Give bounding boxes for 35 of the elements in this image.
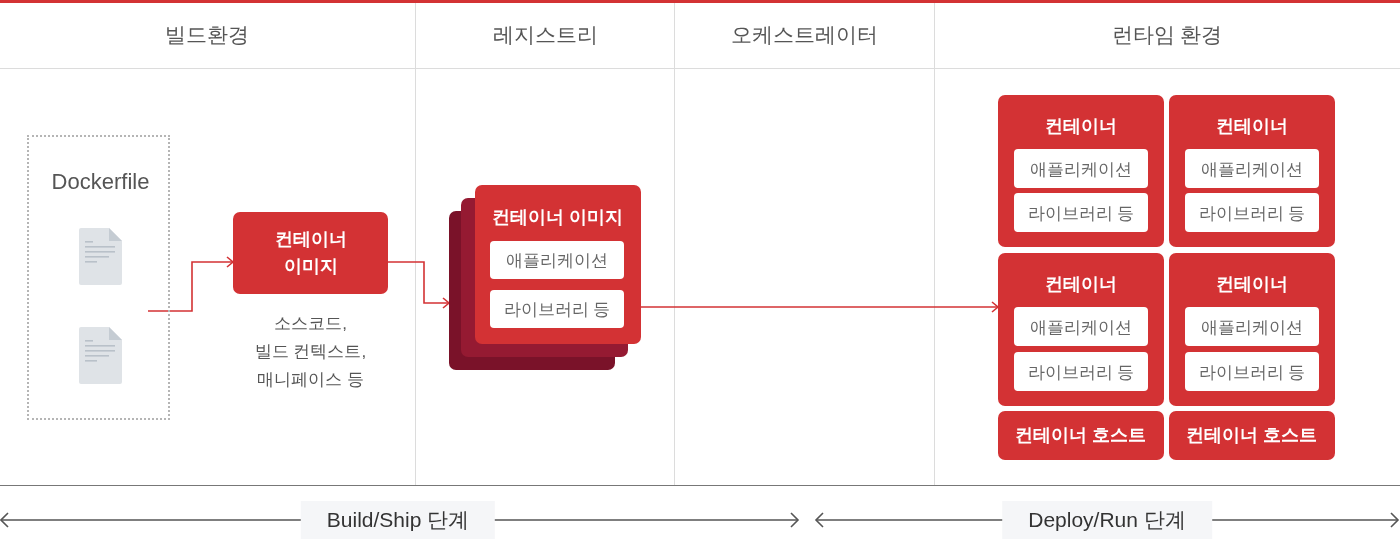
phase-label: Deploy/Run 단계: [1002, 501, 1212, 539]
image-stack: [449, 185, 641, 370]
phase-label: Build/Ship 단계: [300, 501, 496, 539]
component-box: 라이브러리 등: [1185, 193, 1319, 232]
process-box: 컨테이너 이미지: [233, 212, 388, 294]
box-title: 컨테이너: [1216, 115, 1288, 139]
component-box: 라이브러리 등: [1185, 352, 1319, 391]
arrow: [640, 301, 999, 313]
component-box: 애플리케이션: [1014, 307, 1148, 346]
component-box: 애플리케이션: [1185, 149, 1319, 188]
box-title: 컨테이너: [1045, 115, 1117, 139]
component-box: 애플리케이션: [490, 241, 624, 279]
component-box: 애플리케이션: [1185, 307, 1319, 346]
box-title: 컨테이너: [1045, 273, 1117, 297]
box-title: Dockerfile: [51, 167, 150, 196]
box-title: 컨테이너 이미지: [492, 206, 624, 230]
component-box: 라이브러리 등: [1014, 193, 1148, 232]
column-header: 런타임 환경: [1111, 22, 1223, 49]
box-title: 컨테이너: [1216, 273, 1288, 297]
host-box: 컨테이너 호스트: [1169, 411, 1335, 460]
container-box: [1169, 253, 1335, 406]
container-box: [998, 253, 1164, 406]
file-box: [27, 135, 170, 420]
container-box: [998, 95, 1164, 247]
component-box: 라이브러리 등: [1014, 352, 1148, 391]
column-header: 빌드환경: [165, 22, 249, 49]
node-label: 소스코드, 빌드 컨텍스트, 매니페이스 등: [254, 313, 367, 391]
host-box: 컨테이너 호스트: [998, 411, 1164, 460]
component-box: 애플리케이션: [1014, 149, 1148, 188]
component-box: 라이브러리 등: [490, 290, 624, 328]
container-box: [1169, 95, 1335, 247]
column-header: 오케스트레이터: [730, 22, 878, 49]
column-header: 레지스트리: [492, 22, 598, 49]
arrow: [147, 256, 234, 312]
arrow: [387, 261, 450, 309]
